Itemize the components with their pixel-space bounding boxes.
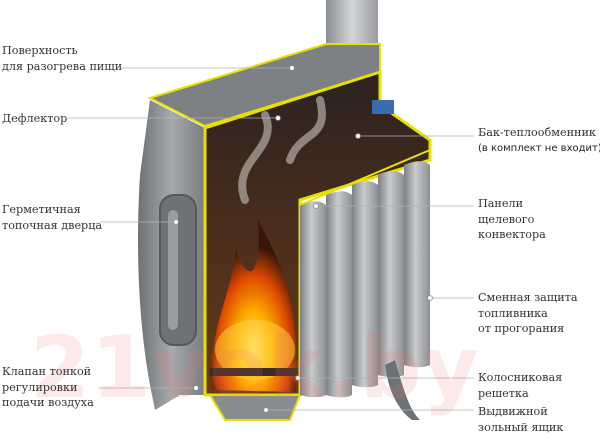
door-handle: [168, 210, 178, 330]
label-deflector: Дефлектор: [2, 112, 68, 125]
tank-connector: [372, 100, 394, 114]
convector-panels: [299, 149, 431, 398]
leader-lines: [68, 67, 474, 411]
stove-legs: [385, 360, 420, 420]
grate-bars: [210, 368, 298, 376]
smoke: [238, 96, 326, 204]
leader-dots: [173, 65, 433, 413]
fire-glow: [215, 320, 295, 380]
watermark: 21vek.by: [30, 318, 480, 418]
label-tank: Бак-теплообменник(в комплект не входит): [478, 126, 600, 154]
top-surface: [147, 43, 381, 128]
ash-box: [208, 394, 302, 421]
